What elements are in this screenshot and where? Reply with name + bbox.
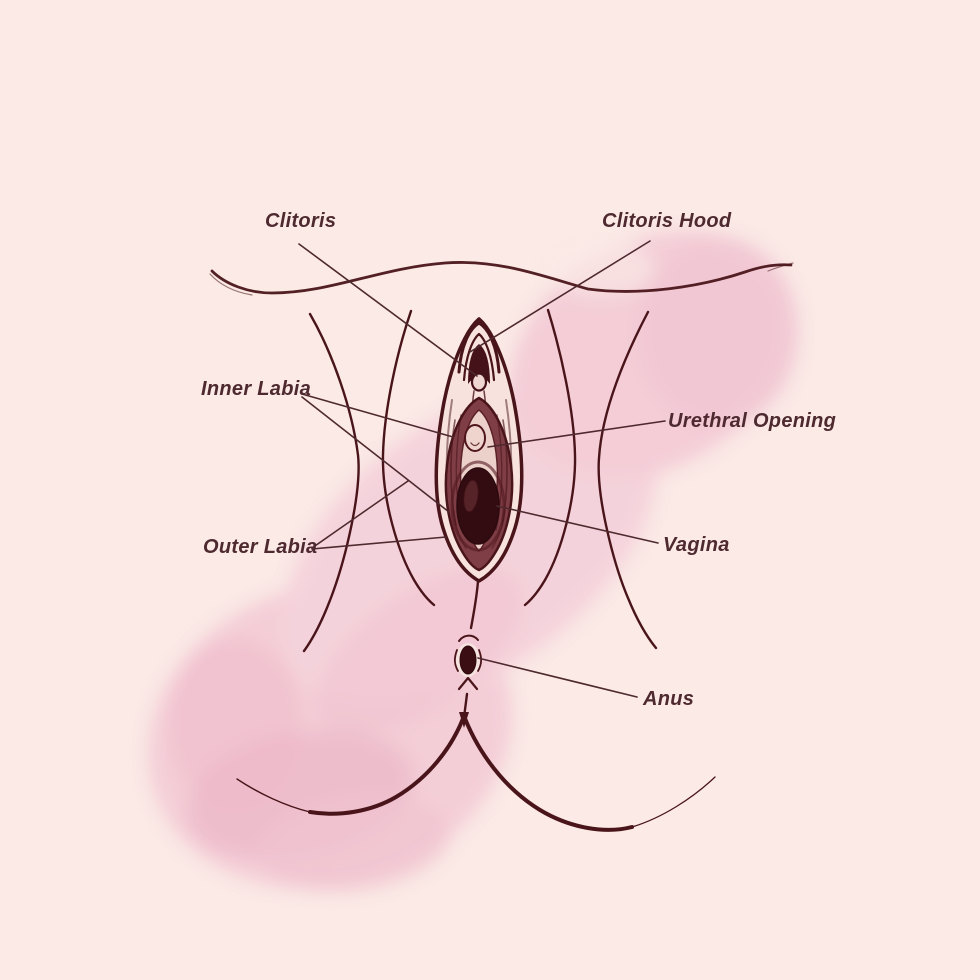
leader-line-inner-labia-upper — [301, 393, 454, 438]
thigh-crease-right-inner — [523, 308, 577, 607]
label-clitoris-hood: Clitoris Hood — [602, 210, 732, 232]
leader-line-clitoris — [298, 243, 478, 377]
leader-lines — [298, 240, 666, 698]
vulva-sketch — [434, 317, 524, 583]
perineum-line — [469, 579, 480, 630]
label-inner-labia: Inner Labia — [201, 378, 311, 400]
leader-line-outer-labia-upper — [311, 480, 409, 549]
anus-sketch — [453, 634, 483, 719]
body-contour-sketch — [209, 261, 794, 832]
abdomen-crease — [209, 261, 794, 296]
label-vagina: Vagina — [663, 534, 730, 556]
leader-line-clitoris-hood — [469, 240, 651, 353]
leader-line-inner-labia-lower — [301, 396, 450, 513]
leader-line-urethral-opening — [487, 420, 666, 448]
leader-line-vagina — [496, 505, 659, 544]
watercolor-wash — [148, 231, 798, 892]
label-urethral-opening: Urethral Opening — [668, 410, 837, 432]
urethral-opening-shape — [464, 424, 486, 452]
label-clitoris: Clitoris — [265, 210, 337, 232]
thigh-crease-left-outer — [302, 312, 360, 653]
label-outer-labia: Outer Labia — [203, 536, 318, 558]
label-anus: Anus — [643, 688, 695, 710]
thigh-crease-right-outer — [597, 310, 658, 650]
gluteal-fold — [236, 712, 716, 832]
leader-line-outer-labia-lower — [311, 536, 447, 550]
leader-line-anus — [477, 657, 638, 698]
